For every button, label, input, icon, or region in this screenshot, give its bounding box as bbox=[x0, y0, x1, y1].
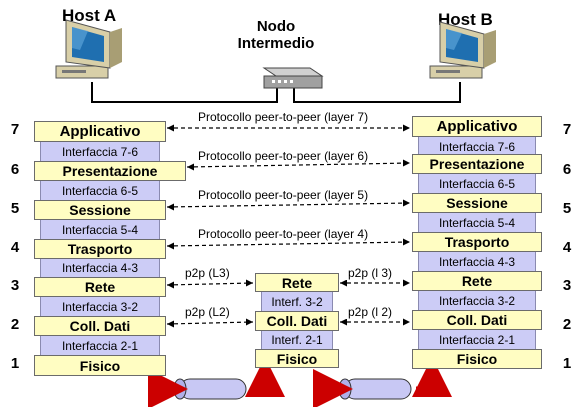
host-b-layer-trasporto: Trasporto bbox=[412, 232, 542, 252]
host-b-layer-sessione: Sessione bbox=[412, 193, 542, 213]
layer-number: 2 bbox=[562, 316, 572, 333]
protocol-label-l4: Protocollo peer-to-peer (layer 4) bbox=[196, 227, 371, 241]
host-a-interface-2-1: Interfaccia 2-1 bbox=[40, 336, 160, 355]
layer-number: 4 bbox=[10, 239, 20, 256]
host-b-interface-4-3: Interfaccia 4-3 bbox=[418, 252, 536, 271]
host-a-interface-4-3: Interfaccia 4-3 bbox=[40, 259, 160, 277]
protocol-label-p2p-l2-b: p2p (l 2) bbox=[346, 305, 395, 319]
host-b-layer-presentazione: Presentazione bbox=[412, 154, 542, 174]
layer-number: 1 bbox=[10, 355, 20, 372]
layer-number: 4 bbox=[562, 239, 572, 256]
node-layer-rete: Rete bbox=[255, 273, 339, 292]
layer-number: 5 bbox=[10, 200, 20, 217]
cable-right bbox=[338, 378, 412, 400]
network-wire bbox=[91, 82, 461, 103]
host-a-layer-rete: Rete bbox=[34, 277, 166, 297]
host-a-layer-fisico: Fisico bbox=[34, 355, 166, 376]
host-a-interface-6-5: Interfaccia 6-5 bbox=[40, 181, 160, 200]
host-a-computer-icon bbox=[55, 19, 122, 79]
node-title: Nodo Intermedio bbox=[222, 18, 330, 52]
peer-arrowheads bbox=[167, 124, 410, 328]
host-b-computer-icon bbox=[429, 21, 496, 79]
node-layer-coll-dati: Coll. Dati bbox=[255, 311, 339, 331]
host-b-interface-6-5: Interfaccia 6-5 bbox=[418, 174, 536, 193]
host-a-title: Host A bbox=[62, 6, 117, 25]
layer-number: 1 bbox=[562, 355, 572, 372]
host-a-layer-presentazione: Presentazione bbox=[34, 161, 186, 181]
layer-number: 5 bbox=[562, 200, 572, 217]
host-b-layer-applicativo: Applicativo bbox=[412, 116, 542, 137]
protocol-label-p2p-l3: p2p (L3) bbox=[183, 266, 232, 280]
node-interface-3-2: Interf. 3-2 bbox=[261, 292, 333, 311]
host-b-layer-rete: Rete bbox=[412, 271, 542, 291]
layer-number: 7 bbox=[10, 121, 20, 138]
node-interface-2-1: Interf. 2-1 bbox=[261, 331, 333, 349]
layer-number: 6 bbox=[562, 161, 572, 178]
host-a-layer-sessione: Sessione bbox=[34, 200, 166, 220]
host-b-interface-7-6: Interfaccia 7-6 bbox=[418, 137, 536, 156]
host-a-interface-7-6: Interfaccia 7-6 bbox=[40, 142, 160, 161]
layer-number: 6 bbox=[10, 161, 20, 178]
host-b-layer-coll-dati: Coll. Dati bbox=[412, 310, 542, 330]
physical-flow-arrows bbox=[148, 357, 452, 407]
host-a-layer-applicativo: Applicativo bbox=[34, 121, 166, 142]
host-b-layer-fisico: Fisico bbox=[412, 349, 542, 369]
protocol-label-p2p-l2: p2p (L2) bbox=[183, 305, 232, 319]
protocol-label-p2p-l3-b: p2p (l 3) bbox=[346, 266, 395, 280]
layer-number: 2 bbox=[10, 316, 20, 333]
layer-number: 3 bbox=[10, 277, 20, 294]
host-b-interface-2-1: Interfaccia 2-1 bbox=[418, 330, 536, 349]
cable-left bbox=[173, 378, 247, 400]
protocol-label-l6: Protocollo peer-to-peer (layer 6) bbox=[196, 149, 371, 163]
host-b-title: Host B bbox=[438, 10, 493, 29]
peer-arrows bbox=[166, 127, 411, 325]
host-a-interface-5-4: Interfaccia 5-4 bbox=[40, 220, 160, 239]
host-b-interface-5-4: Interfaccia 5-4 bbox=[418, 213, 536, 232]
node-layer-fisico: Fisico bbox=[255, 349, 339, 368]
layer-number: 7 bbox=[562, 121, 572, 138]
host-a-layer-coll-dati: Coll. Dati bbox=[34, 316, 166, 336]
router-icon bbox=[262, 67, 324, 89]
protocol-label-l7: Protocollo peer-to-peer (layer 7) bbox=[196, 110, 371, 124]
host-a-interface-3-2: Interfaccia 3-2 bbox=[40, 297, 160, 316]
node-title-line1: Nodo bbox=[256, 18, 296, 35]
layer-number: 3 bbox=[562, 277, 572, 294]
host-a-layer-trasporto: Trasporto bbox=[34, 239, 166, 259]
host-b-interface-3-2: Interfaccia 3-2 bbox=[418, 291, 536, 310]
node-title-line2: Intermedio bbox=[237, 35, 315, 52]
protocol-label-l5: Protocollo peer-to-peer (layer 5) bbox=[196, 188, 371, 202]
